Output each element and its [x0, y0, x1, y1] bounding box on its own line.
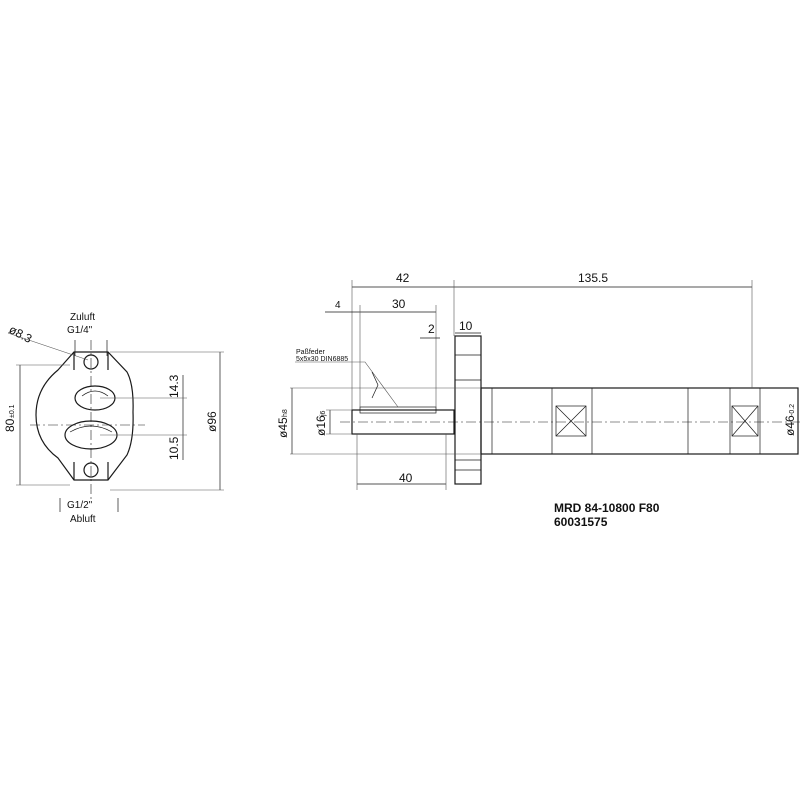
front-view-labels: Zuluft G1/4" G1/2" Abluft ø8.3 80 ±0.1 ø…	[3, 312, 219, 525]
dia-96-label: ø96	[205, 411, 219, 432]
dim-40-label: 40	[399, 471, 413, 485]
dim-2-label: 2	[428, 322, 435, 336]
dim-10-label: 10.5	[167, 436, 181, 460]
inlet-thread-label: G1/4"	[67, 325, 93, 336]
bearing-right	[731, 405, 759, 437]
dim-135-label: 135.5	[578, 271, 608, 285]
side-view	[290, 280, 800, 490]
inlet-label: Zuluft	[70, 312, 95, 323]
body-dia-label: ø46	[783, 415, 797, 436]
dim-4-label: 4	[335, 300, 341, 311]
dim-42-label: 42	[396, 271, 410, 285]
front-view	[7, 332, 224, 512]
part-number: 60031575	[554, 515, 608, 529]
bearing-right-x2	[731, 405, 759, 437]
height-80-tol: ±0.1	[9, 404, 16, 418]
body-dia-tol: -0.2	[789, 404, 796, 416]
hole-dia-label: ø8.3	[7, 322, 35, 346]
dim-14-label: 14.3	[167, 374, 181, 398]
inlet-port-inner	[81, 390, 109, 397]
key-label-line1: Paßfeder	[296, 349, 325, 356]
height-80-label: 80	[3, 418, 17, 432]
part-name: MRD 84-10800 F80	[554, 501, 660, 515]
bore-dia-label: ø16	[314, 415, 328, 436]
front-body-outline	[35, 351, 134, 481]
outlet-thread-label: G1/2"	[67, 500, 93, 511]
bearing-left-x2	[555, 405, 587, 437]
bore-dia-tol: j6	[320, 410, 327, 417]
shaft-dia-label: ø45	[276, 417, 290, 438]
flange	[454, 335, 482, 485]
side-view-labels: 42 135.5 4 30 2 10 40 Paßfeder 5x5x30 DI…	[276, 271, 797, 485]
key-label-line2: 5x5x30 DIN6885	[296, 356, 348, 363]
dim-10-label-side: 10	[459, 319, 473, 333]
main-body	[480, 387, 799, 455]
dim-30-label: 30	[392, 297, 406, 311]
break-mark	[371, 371, 379, 399]
outlet-label: Abluft	[70, 514, 96, 525]
title-block: MRD 84-10800 F80 60031575	[554, 501, 660, 529]
shaft-dia-tol: h8	[282, 409, 289, 417]
key-leader	[295, 361, 399, 408]
bottom-ear	[73, 462, 109, 480]
bearing-left	[555, 405, 587, 437]
